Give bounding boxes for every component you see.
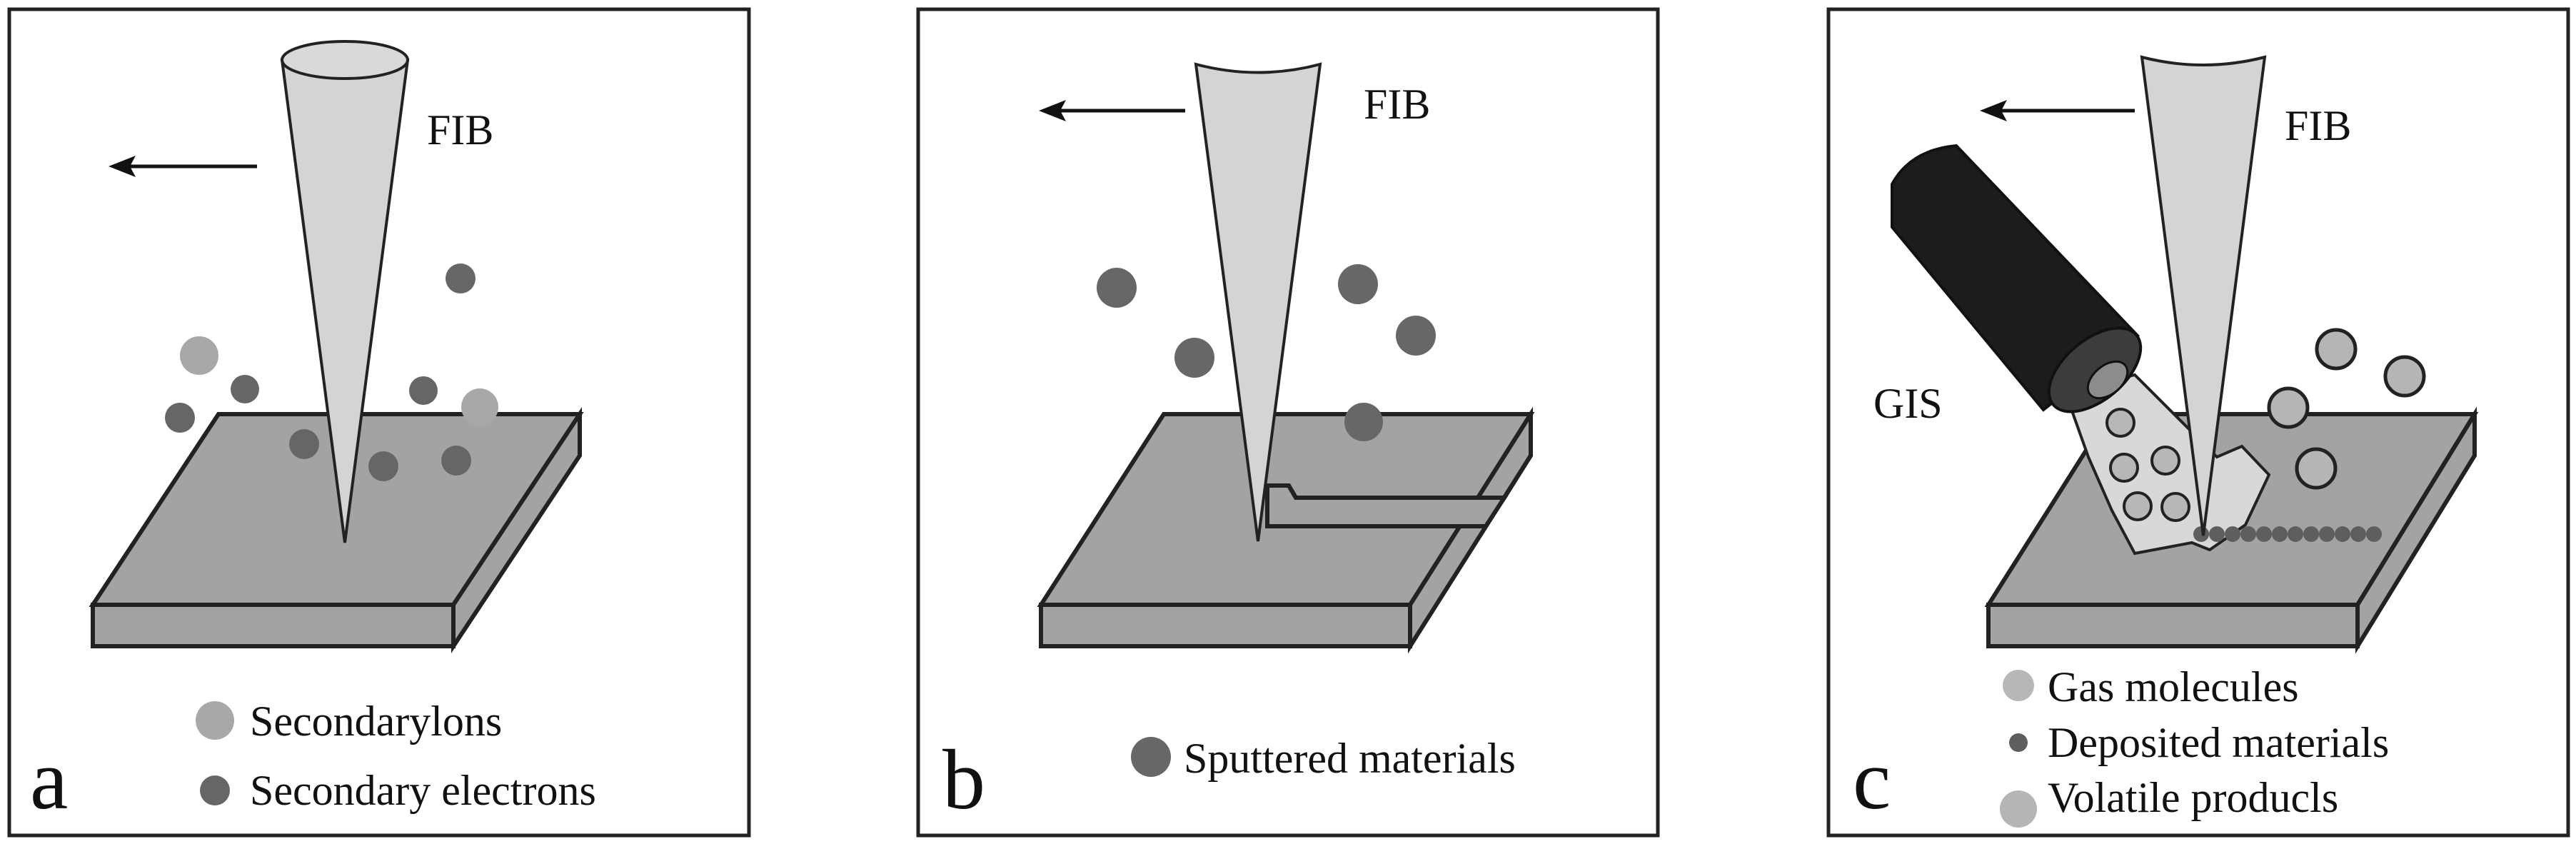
panel-c: FIB GIS Gas molecules Deposited material…	[1826, 7, 2570, 838]
gis-nozzle-opening	[2086, 360, 2129, 400]
legend-swatch-deposited	[2009, 733, 2028, 752]
legend-swatch-sputtered	[1131, 737, 1171, 777]
deposited-material	[2303, 526, 2319, 542]
deposited-material	[2256, 526, 2272, 542]
beam-cone	[2140, 55, 2267, 536]
gas-molecules	[2105, 408, 2190, 522]
legend-label-secondary-electron: Secondary electrons	[250, 767, 596, 814]
legend-label-volatile: Volatile producls	[2048, 774, 2338, 821]
deposited-material	[2350, 526, 2366, 542]
scan-direction-arrow	[1039, 100, 1185, 121]
fib-beam	[1194, 62, 1322, 542]
deposited-material	[2319, 526, 2335, 542]
panel-letter: a	[30, 732, 68, 827]
sputtered-particles	[1097, 264, 1436, 441]
legend: Sputtered materials	[1131, 735, 1516, 782]
secondary-ion	[180, 336, 218, 375]
secondary-electron	[441, 446, 471, 476]
panel-letter: c	[1853, 732, 1891, 827]
legend-label-secondary-ion: Secondarylons	[250, 698, 502, 745]
gis-label: GIS	[1873, 380, 1943, 427]
panel-a: FIB Secondarylons Secondary electrons a	[7, 7, 751, 838]
beam-aperture	[281, 40, 409, 80]
panel-b: FIB Sputtered materials b	[916, 7, 1660, 838]
legend-label-gas-molecule: Gas molecules	[2048, 663, 2299, 710]
gas-molecule	[2105, 408, 2135, 438]
sample-block	[1037, 406, 1535, 654]
sample-front-face	[91, 603, 456, 648]
deposited-material	[2272, 526, 2288, 542]
sputtered-particle	[1344, 403, 1383, 441]
legend-swatch-gas-molecule	[2003, 670, 2034, 701]
scan-direction-arrow	[109, 156, 257, 177]
legend-swatch-secondary-ion	[196, 701, 234, 740]
secondary-electron	[289, 429, 319, 459]
secondary-electron	[446, 263, 476, 293]
volatile-product	[2383, 355, 2426, 398]
fib-beam	[2140, 55, 2267, 536]
beam-cone	[1194, 62, 1322, 542]
panel-letter: b	[942, 732, 985, 827]
volatile-product	[2315, 328, 2358, 371]
deposited-materials-line	[2193, 526, 2382, 542]
sample-front-face	[1039, 603, 1412, 648]
gas-molecule	[2150, 446, 2180, 476]
secondary-electron-particles	[165, 263, 476, 481]
legend: Secondarylons Secondary electrons	[196, 698, 596, 814]
secondary-electron	[368, 451, 398, 481]
secondary-electron	[409, 376, 438, 405]
fib-label: FIB	[427, 106, 493, 154]
secondary-ion	[461, 388, 498, 426]
legend: Gas molecules Deposited materials Volati…	[2000, 663, 2389, 828]
deposited-material	[2240, 526, 2256, 542]
fib-label: FIB	[2285, 102, 2351, 149]
sputtered-particle	[1097, 268, 1137, 308]
legend-swatch-secondary-electron	[200, 775, 230, 805]
sample-side-face	[2355, 406, 2477, 654]
legend-label-sputtered: Sputtered materials	[1184, 735, 1516, 782]
deposited-material	[2288, 526, 2303, 542]
sample-front-face	[1986, 603, 2360, 648]
fib-beam	[280, 40, 410, 543]
volatile-product	[2267, 386, 2310, 429]
gas-molecule	[2160, 492, 2190, 522]
scan-direction-arrow	[1980, 100, 2135, 121]
deposited-material	[2225, 526, 2240, 542]
gas-molecule	[2109, 453, 2139, 483]
sputtered-particle	[1396, 316, 1436, 356]
gas-molecule	[2123, 491, 2153, 521]
sample-side-face	[451, 407, 582, 653]
deposited-material	[2366, 526, 2382, 542]
volatile-products	[2267, 328, 2426, 490]
deposited-material	[2335, 526, 2350, 542]
secondary-electron	[231, 375, 259, 403]
gis-nozzle	[1891, 144, 2143, 413]
secondary-ion-particles	[180, 336, 498, 426]
sputtered-particle	[1174, 338, 1214, 378]
trench-edge	[1287, 454, 1533, 500]
volatile-product	[2295, 447, 2338, 490]
sputtered-particle	[1338, 264, 1378, 304]
secondary-electron	[165, 403, 195, 433]
legend-label-deposited: Deposited materials	[2048, 719, 2389, 766]
legend-swatch-volatile	[2000, 790, 2037, 828]
deposited-material	[2209, 526, 2225, 542]
fib-label: FIB	[1364, 81, 1430, 128]
